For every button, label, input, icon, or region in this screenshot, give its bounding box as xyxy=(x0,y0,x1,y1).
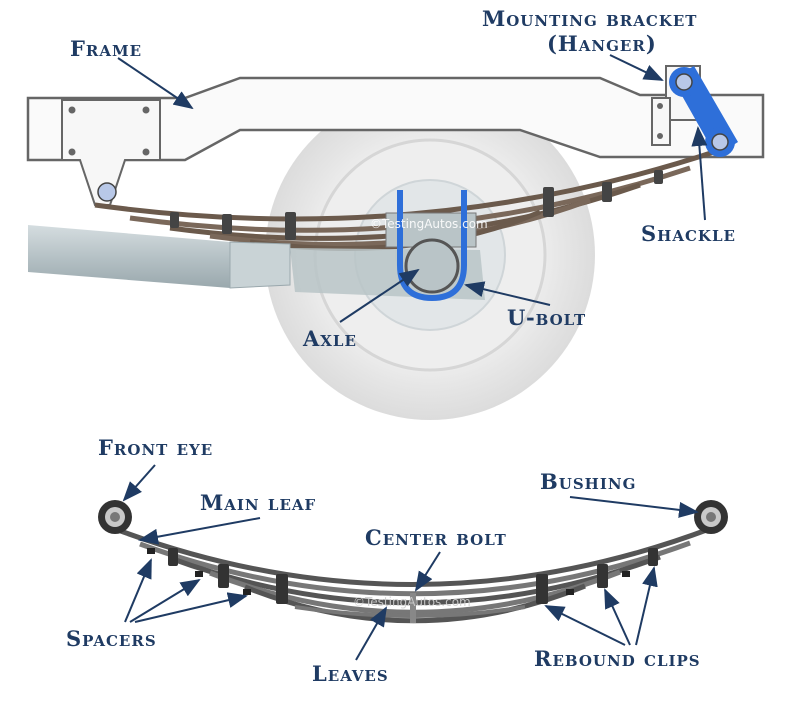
arrow-axle xyxy=(339,268,420,323)
top-watermark: ©TestingAutos.com xyxy=(370,217,488,231)
arrow-mounting-bracket xyxy=(609,54,664,81)
front-hanger-bracket xyxy=(61,99,161,206)
rear-eye-bushing xyxy=(694,500,728,534)
bottom-rebound-clips xyxy=(168,548,658,604)
label-leaves: Leaves xyxy=(312,661,389,686)
arrows-spacers xyxy=(124,558,248,623)
label-main-leaf: Main leaf xyxy=(200,490,316,515)
arrow-bushing xyxy=(569,496,699,518)
label-rebound-clips: Rebound clips xyxy=(534,646,701,671)
arrow-frame xyxy=(117,57,194,110)
top-rebound-clips xyxy=(170,170,663,240)
label-center-bolt: Center bolt xyxy=(365,525,507,550)
arrow-u-bolt xyxy=(464,281,551,306)
label-frame: Frame xyxy=(70,36,142,61)
frame-rail xyxy=(26,76,765,162)
front-eye xyxy=(98,500,132,534)
bottom-spacers xyxy=(147,548,630,595)
label-front-eye: Front eye xyxy=(98,435,213,460)
arrow-main-leaf xyxy=(138,517,261,545)
arrow-leaves xyxy=(355,606,387,661)
center-bolt xyxy=(410,593,416,623)
label-shackle: Shackle xyxy=(641,221,736,246)
arrow-center-bolt xyxy=(414,551,441,592)
arrows-rebound-clips xyxy=(544,566,658,646)
label-u-bolt: U-bolt xyxy=(507,305,586,330)
label-mounting-bracket: Mounting bracket xyxy=(482,6,697,31)
label-axle: Axle xyxy=(302,326,357,351)
arrow-shackle xyxy=(691,126,708,221)
bottom-watermark: ©TestingAutos.com xyxy=(353,595,471,609)
label-hanger: (Hanger) xyxy=(547,31,657,56)
arrow-front-eye xyxy=(122,464,156,502)
shackle xyxy=(669,66,738,157)
label-bushing: Bushing xyxy=(540,469,636,494)
label-spacers: Spacers xyxy=(66,626,157,651)
